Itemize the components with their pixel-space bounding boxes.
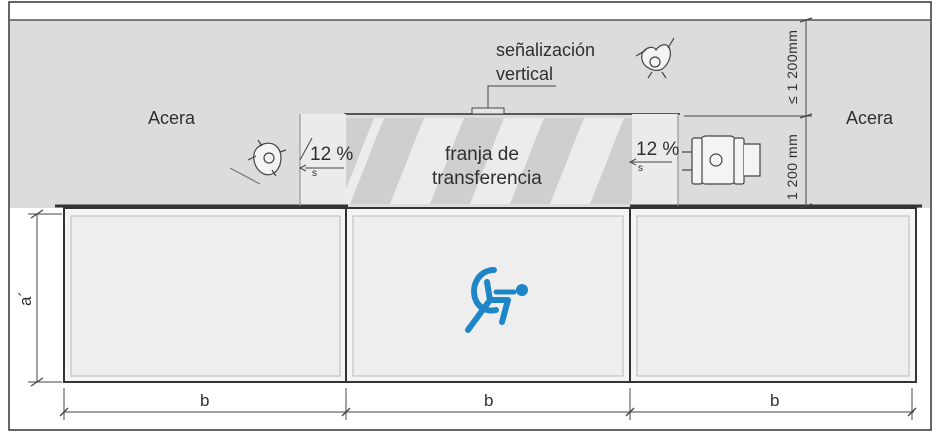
slope-right-label: 12 %: [636, 139, 679, 160]
slope-arrow-left-diag: [299, 137, 313, 161]
dim-b3-label: b: [770, 391, 779, 410]
dim-tick-b1: [341, 407, 351, 417]
ramp-right: [632, 114, 678, 206]
parking-bay-right: [636, 215, 910, 377]
dim-tick-b3: [907, 407, 917, 417]
dim-b2-label: b: [484, 391, 493, 410]
dim-lower-label: 1 200 mm: [784, 134, 800, 200]
wheelchair-icon: [465, 267, 528, 333]
slope-mark-right: s: [638, 163, 643, 174]
acera-right-label: Acera: [846, 108, 894, 128]
parking-bay-left: [70, 215, 341, 377]
strip-label-line2: transferencia: [432, 168, 542, 189]
ramp-left: [300, 114, 346, 206]
slope-mark-left: s: [312, 168, 317, 179]
pedestrian-icon: [635, 37, 675, 79]
transfer-strip: [346, 118, 632, 204]
wheelchair-user-icon: [682, 135, 761, 185]
dim-tick-b0: [59, 407, 69, 417]
dim-a-label: a´: [16, 291, 35, 306]
dim-tick-b2: [625, 407, 635, 417]
signal-label-line1: señalización: [496, 40, 595, 60]
slope-arrowhead-right: [628, 158, 637, 166]
dim-tick-left-top: [30, 209, 44, 219]
dim-upper-label: ≤ 1 200mm: [784, 30, 800, 104]
signal-post: [471, 107, 505, 115]
pedestrian-left-icon: [229, 139, 287, 185]
dim-b1-label: b: [200, 391, 209, 410]
strip-label-line1: franja de: [445, 144, 519, 165]
dim-tick-left-bottom: [30, 377, 44, 387]
acera-left-label: Acera: [148, 108, 196, 128]
signal-leader-line: [487, 85, 556, 108]
slope-arrowhead-left: [298, 164, 307, 172]
dim-tick-bottom: [799, 203, 813, 209]
signal-label-line2: vertical: [496, 64, 553, 84]
dim-tick-top: [799, 17, 813, 23]
slope-left-label: 12 %: [310, 144, 353, 165]
